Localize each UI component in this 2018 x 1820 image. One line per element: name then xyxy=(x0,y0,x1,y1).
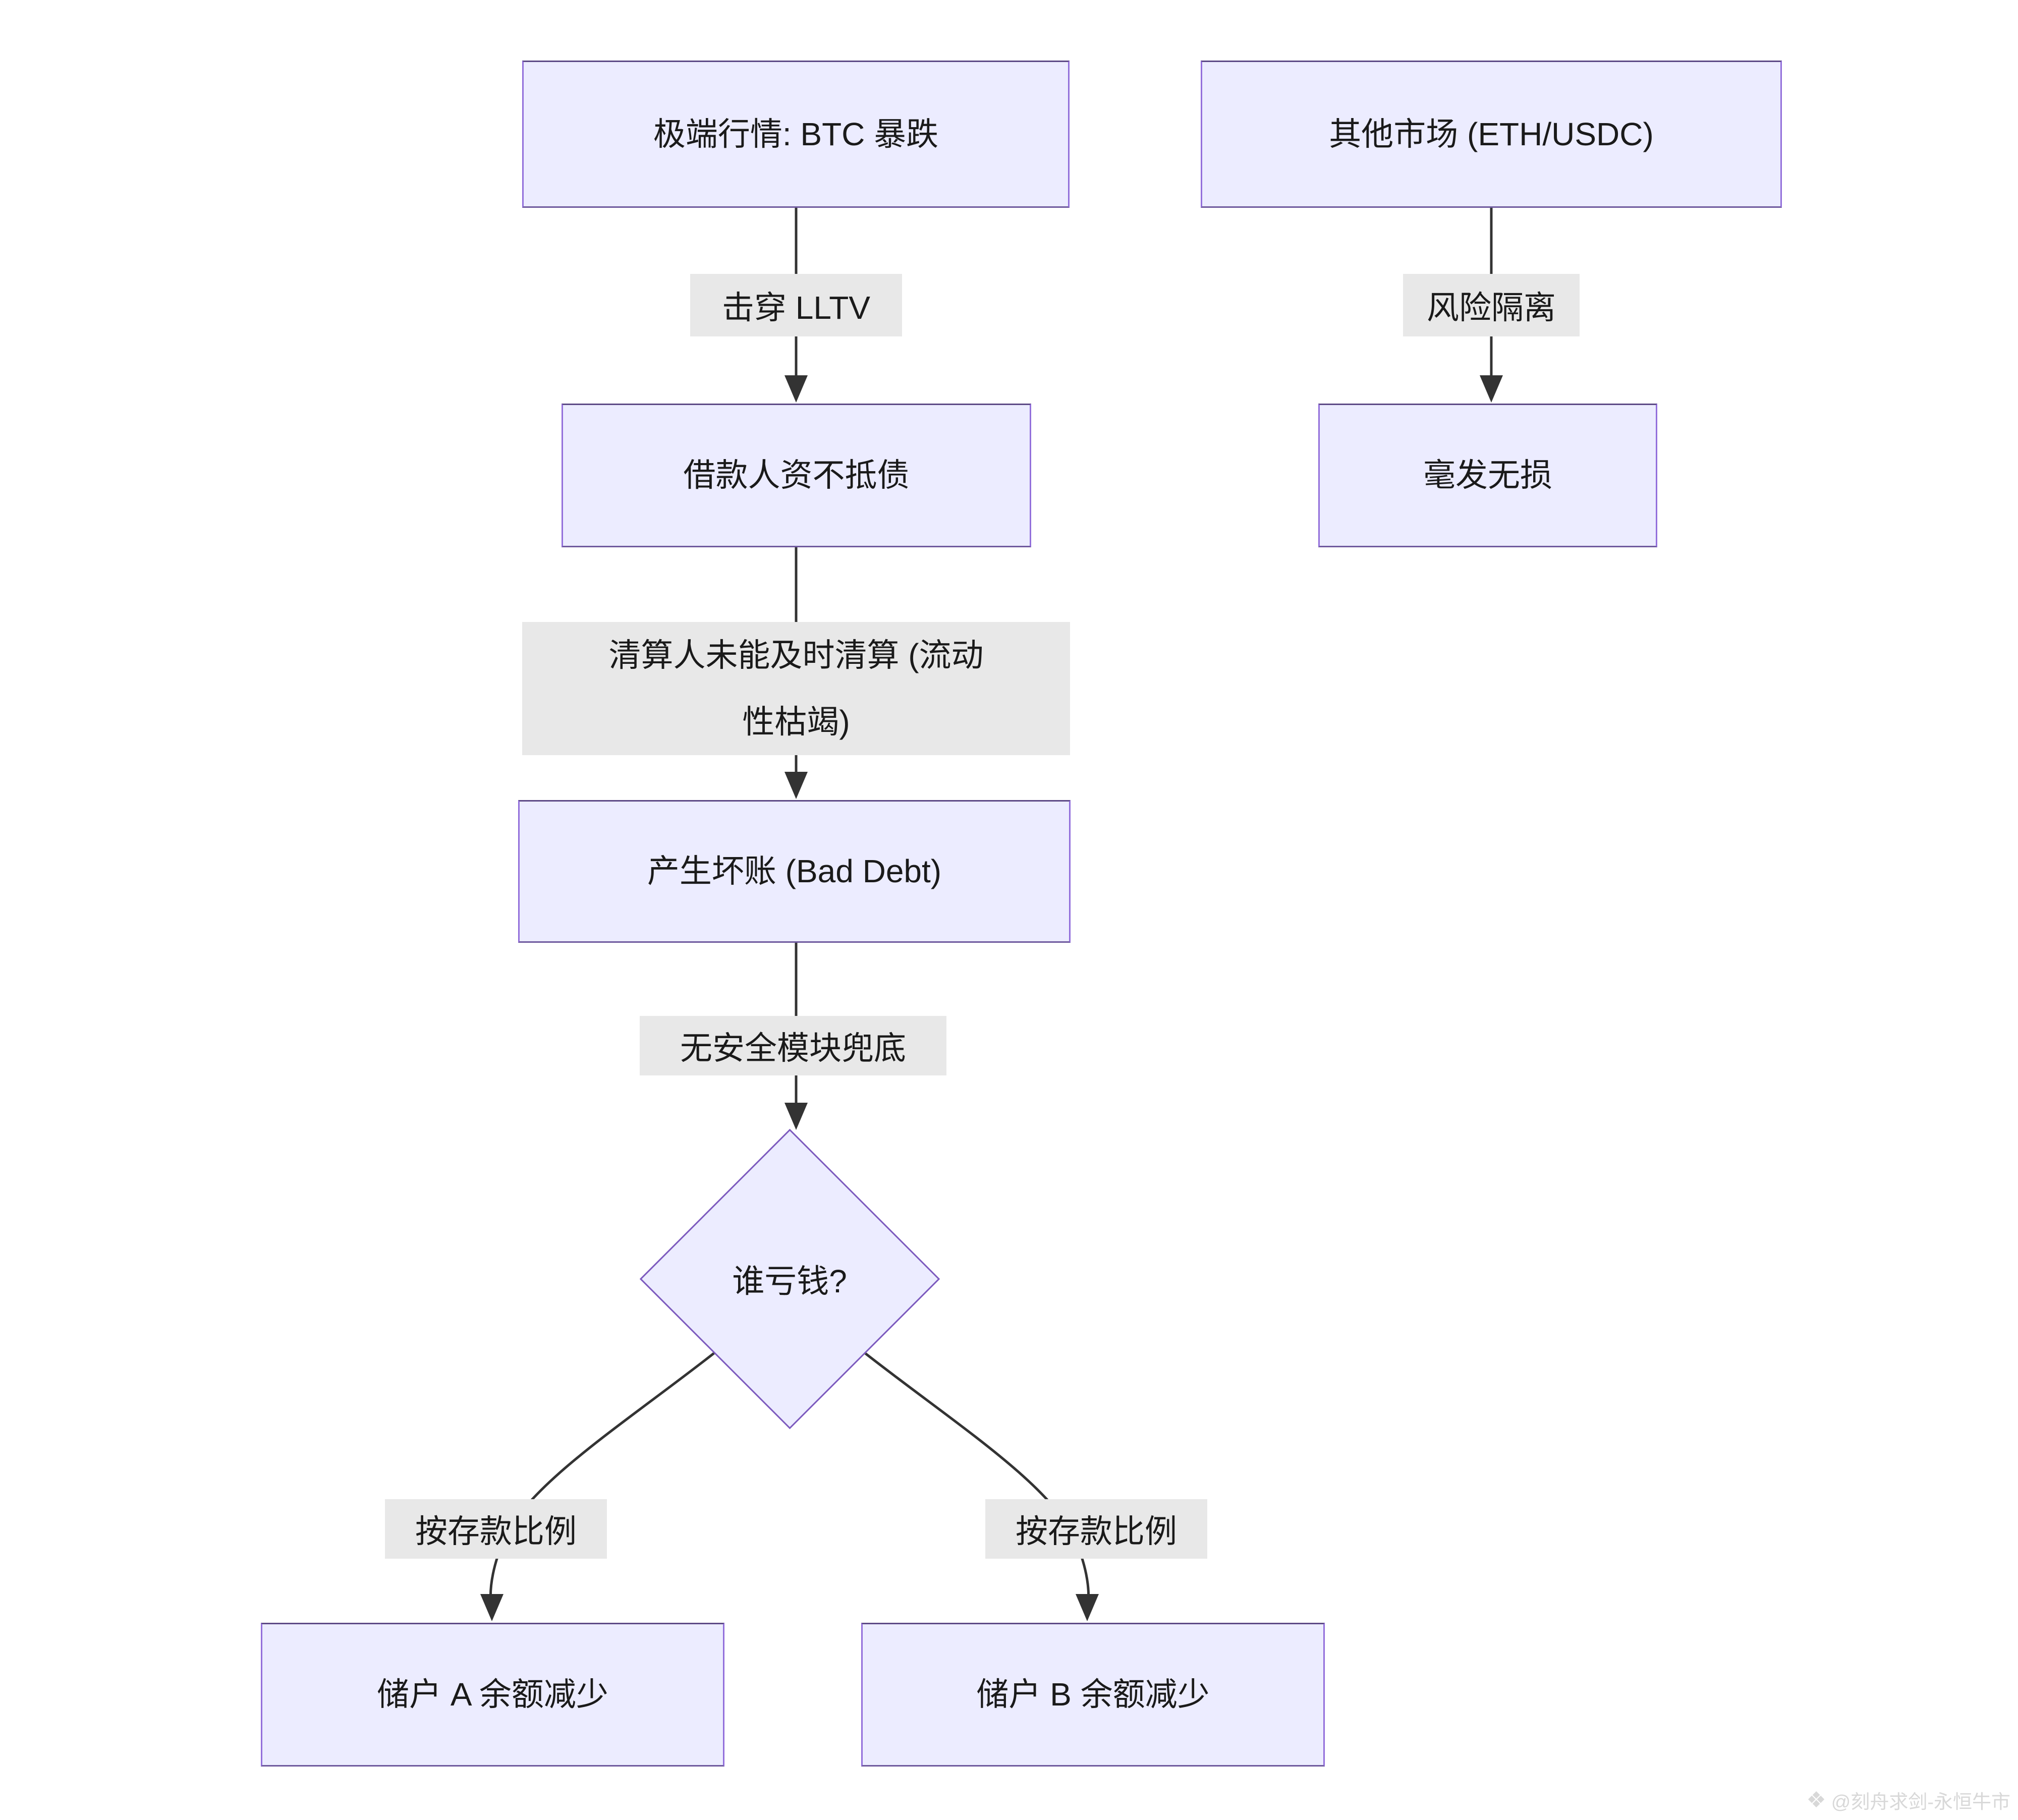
node-depositor-a-label: 储户 A 余额减少 xyxy=(377,1676,608,1713)
node-depositor-b: 储户 B 余额减少 xyxy=(861,1623,1325,1767)
edge-label-lltv: 击穿 LLTV xyxy=(690,274,902,336)
node-depositor-a: 储户 A 余额减少 xyxy=(261,1623,724,1767)
node-btc-crash-label: 极端行情: BTC 暴跌 xyxy=(653,116,939,152)
node-borrower-insolvent-label: 借款人资不抵债 xyxy=(683,457,910,494)
edge-label-no-safety-module: 无安全模块兜底 xyxy=(640,1016,946,1075)
node-other-markets-label: 其他市场 (ETH/USDC) xyxy=(1329,116,1654,152)
watermark-logo-icon: ❖ xyxy=(1806,1788,1826,1812)
arrowhead-wholoses-to-depositor-b xyxy=(1076,1594,1099,1621)
node-who-loses-label: 谁亏钱? xyxy=(732,1263,847,1299)
node-unharmed-label: 毫发无损 xyxy=(1423,457,1552,494)
edge-wholoses-to-depositor-b xyxy=(864,1352,1090,1604)
edge-label-prorata-left: 按存款比例 xyxy=(385,1499,607,1559)
arrowhead-insolvent-to-baddebt xyxy=(784,772,808,799)
edge-wholoses-to-depositor-a xyxy=(489,1352,715,1604)
arrowhead-btc-to-insolvent xyxy=(784,375,808,403)
node-other-markets: 其他市场 (ETH/USDC) xyxy=(1201,61,1782,208)
node-who-loses: 谁亏钱? xyxy=(638,1247,941,1310)
edge-label-liquidation-failure: 清算人未能及时清算 (流动 性枯竭) xyxy=(522,622,1070,755)
node-borrower-insolvent: 借款人资不抵债 xyxy=(562,404,1031,547)
node-bad-debt-label: 产生坏账 (Bad Debt) xyxy=(647,853,942,890)
edge-label-risk-isolation: 风险隔离 xyxy=(1403,274,1580,336)
arrowhead-wholoses-to-depositor-a xyxy=(480,1594,503,1621)
node-unharmed: 毫发无损 xyxy=(1318,404,1657,547)
arrowhead-baddebt-to-wholoses xyxy=(784,1103,808,1130)
watermark-text: @刻舟求剑-永恒牛市 xyxy=(1831,1792,2010,1813)
node-depositor-b-label: 储户 B 余额减少 xyxy=(976,1676,1210,1713)
node-bad-debt: 产生坏账 (Bad Debt) xyxy=(518,800,1071,943)
edge-label-prorata-right: 按存款比例 xyxy=(985,1499,1207,1559)
watermark: ❖ @刻舟求剑-永恒牛市 xyxy=(1806,1786,2010,1814)
node-btc-crash: 极端行情: BTC 暴跌 xyxy=(522,61,1070,208)
arrowhead-other-to-unharmed xyxy=(1480,375,1503,403)
